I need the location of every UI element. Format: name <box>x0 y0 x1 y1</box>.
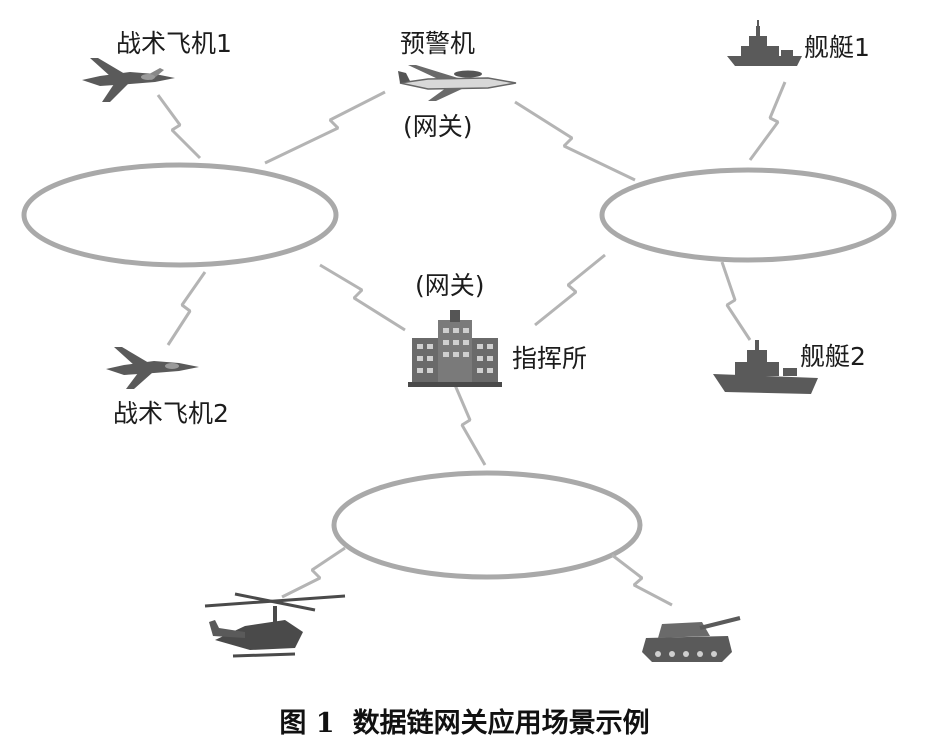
link-fighter1 <box>156 94 202 160</box>
figure-caption: 图 1 数据链网关应用场景示例 <box>0 701 929 740</box>
link-command-bottom <box>453 384 487 466</box>
fighter-jet-icon <box>106 347 199 389</box>
label-ship1: 舰艇1 <box>804 33 870 62</box>
label-awacs: 预警机 <box>400 29 476 58</box>
link-right-command <box>534 253 606 327</box>
helicopter-icon <box>204 592 346 658</box>
fighter-jet-icon <box>82 58 175 102</box>
label-ship2: 舰艇2 <box>800 342 866 371</box>
label-fighter2: 战术飞机2 <box>113 399 229 428</box>
link-tank <box>611 553 673 607</box>
awacs-plane-icon <box>398 65 517 101</box>
caption-text: 数据链网关应用场景示例 <box>352 708 650 739</box>
label-command-gateway: (网关) <box>415 271 485 300</box>
network-ellipse-left <box>21 162 339 268</box>
link-ship2 <box>720 261 752 341</box>
link-helicopter <box>281 546 346 599</box>
link-left-command <box>319 263 406 332</box>
link-awacs-right <box>514 100 636 182</box>
network-ellipse-bottom <box>331 470 643 580</box>
label-command: 指挥所 <box>512 344 588 373</box>
command-building-icon <box>408 310 502 387</box>
label-fighter1: 战术飞机1 <box>116 29 232 58</box>
tank-icon <box>642 616 741 662</box>
label-awacs-gateway: (网关) <box>403 112 473 141</box>
link-awacs-left <box>264 90 386 165</box>
caption-number: 图 1 <box>279 708 335 739</box>
warship-icon <box>713 340 818 394</box>
link-fighter2 <box>166 271 207 346</box>
warship-icon <box>727 20 802 66</box>
link-ship1 <box>748 81 787 161</box>
network-ellipse-right <box>599 167 897 263</box>
